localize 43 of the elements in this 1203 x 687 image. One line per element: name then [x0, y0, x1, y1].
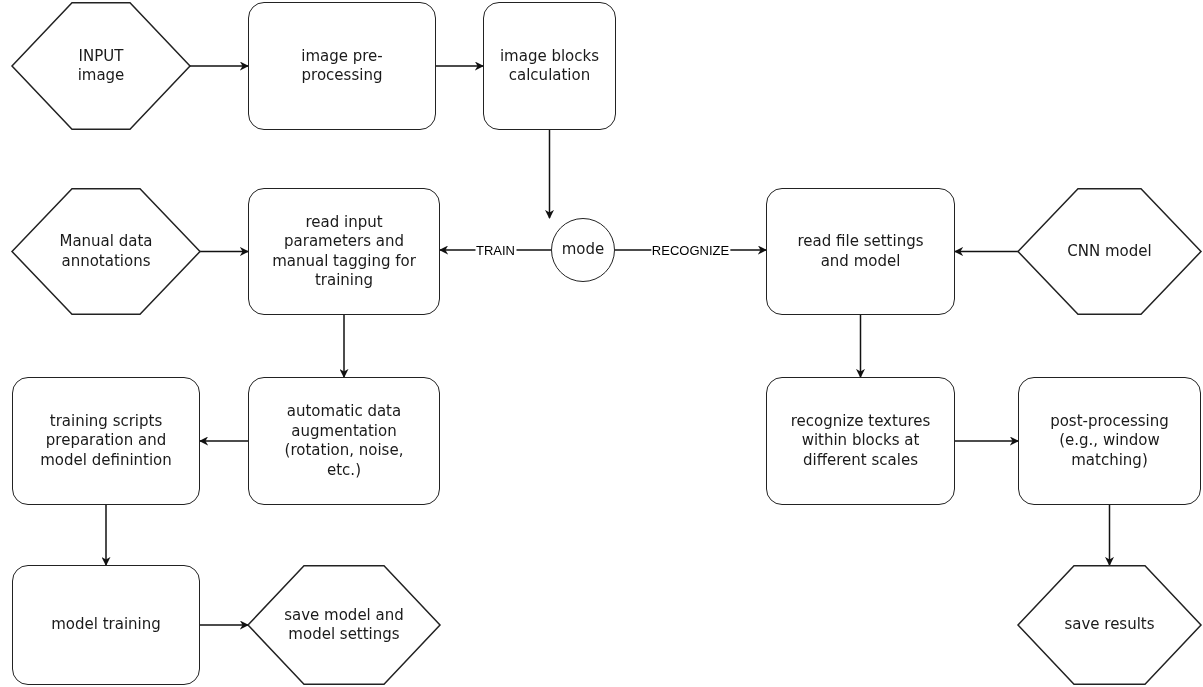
process-box — [766, 188, 955, 315]
arrow — [856, 314, 865, 378]
edge-label: TRAIN — [475, 243, 516, 257]
node-text: post-processing (e.g., window matching) — [1049, 411, 1170, 471]
io-hexagon — [1018, 188, 1201, 315]
io-hexagon — [12, 2, 190, 130]
node-text: save model and model settings — [283, 605, 405, 645]
arrow — [954, 247, 1019, 256]
process-box — [12, 565, 200, 685]
node-text: CNN model — [1066, 241, 1153, 262]
process-box — [248, 188, 440, 315]
node-text: recognize textures within blocks at different scales — [789, 411, 932, 471]
node-text: training scripts preparation and model definintion — [39, 411, 173, 471]
node-text: Manual data annotations — [58, 232, 154, 271]
edge-label: RECOGNIZE — [650, 243, 731, 257]
arrow — [954, 436, 1019, 446]
node-text: mode — [561, 240, 605, 260]
arrow — [199, 436, 249, 446]
process-box — [766, 377, 955, 505]
arrow — [1105, 504, 1114, 566]
arrow — [435, 61, 484, 71]
process-box — [483, 2, 616, 130]
node-text: read file settings and model — [796, 232, 925, 271]
node-text: image blocks calculation — [498, 46, 601, 86]
node-text: read input parameters and manual tagging for training — [271, 212, 417, 291]
io-hexagon — [1018, 565, 1201, 685]
process-box — [248, 2, 436, 130]
process-box — [12, 377, 200, 505]
arrow — [339, 314, 349, 378]
io-hexagon — [12, 188, 200, 315]
io-hexagon — [248, 565, 440, 685]
node-text: image pre-processing — [300, 46, 384, 86]
arrow — [545, 129, 554, 219]
arrow — [199, 620, 249, 630]
arrow — [101, 504, 111, 566]
process-box — [248, 377, 440, 505]
process-box — [1018, 377, 1201, 505]
node-text: automatic data augmentation (rotation, noise, etc.) — [283, 402, 405, 480]
node-text: save results — [1063, 615, 1156, 635]
arrow — [189, 61, 249, 71]
arrow — [199, 247, 249, 256]
node-text: INPUT image — [76, 46, 126, 86]
node-text: model training — [50, 615, 162, 635]
